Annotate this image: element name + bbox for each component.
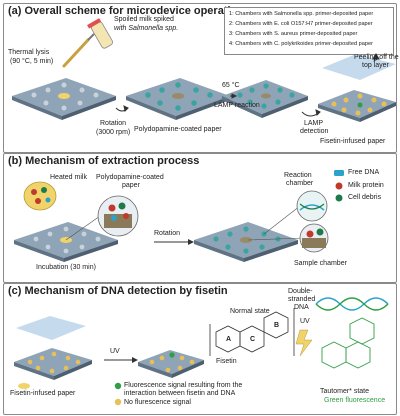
fisetin-paper-c-label: Fisetin-infused paper	[10, 390, 76, 397]
tube-icon	[87, 18, 113, 49]
incubation-label: Incubation (30 min)	[36, 264, 96, 271]
lamp-reaction-label: LAMP reaction	[214, 102, 260, 109]
sample-label-2: with Salmonella spp.	[114, 25, 179, 32]
reaction-chamber-label-2: chamber	[286, 180, 314, 187]
panel-a-graphics	[12, 18, 396, 122]
tautomer-structure	[321, 317, 375, 369]
polydopamine-label-2: paper	[122, 182, 140, 189]
legend-fluor-line-2: interaction between fisetin and DNA	[124, 390, 236, 397]
process-arrows	[115, 53, 380, 117]
panel-c-graphics	[14, 297, 389, 406]
panel-b-title: (b) Mechanism of extraction process	[8, 155, 200, 167]
fisetin-structure	[209, 308, 295, 356]
sample-chamber-label: Sample chamber	[294, 260, 347, 267]
fisetin-label: Fisetin	[216, 358, 237, 365]
polydopamine-paper-label: Polydopamine-coated paper	[134, 126, 222, 133]
legend-row-4: 4: Chambers with C. polykrikoides primer…	[229, 41, 373, 47]
legend-no-fluor: No flurescence signal	[124, 399, 191, 406]
normal-state-label: Normal state	[230, 308, 270, 315]
zoom-circle-1	[65, 195, 139, 241]
chamber-legend: 1: Chambers with Salmonella spp. primer-…	[224, 7, 394, 55]
chip-1	[12, 78, 116, 120]
chip-3	[222, 80, 308, 118]
lamp-detection-label-1: LAMP	[304, 120, 324, 127]
legend-fluor-line-1: Fluorescence signal resulting from the	[124, 382, 243, 389]
chip-2	[126, 78, 230, 120]
chip-b1	[14, 222, 118, 262]
legend-cell-debris: Cell debris	[348, 194, 382, 201]
heated-milk-label: Heated milk	[50, 174, 87, 181]
dsdna-label-2: stranded	[288, 296, 316, 303]
rotation-label-1: Rotation	[100, 120, 127, 127]
legend-row-3: 3: Chambers with S. aureus primer-deposi…	[229, 31, 358, 37]
panel-b-graphics	[14, 170, 344, 262]
thermal-label-1: Thermal lysis	[8, 49, 50, 56]
uv-arrow	[104, 357, 138, 363]
chip-c1	[14, 316, 92, 389]
ring-c-label: C	[250, 336, 256, 343]
uv-lightning-icon	[295, 329, 313, 357]
legend-row-2: 2: Chambers with E. coli O157:H7 primer-…	[229, 21, 373, 27]
ring-b-label: B	[274, 322, 280, 329]
thermal-label-2: (90 °C, 5 min)	[10, 58, 54, 65]
panel-a-title: (a) Overall scheme for microdevice opera…	[8, 5, 244, 17]
panel-c-legend-markers	[114, 382, 122, 406]
peeling-label-2: top layer	[362, 62, 389, 69]
fisetin-paper-label: Fisetin-infused paper	[320, 138, 386, 145]
tautomer-label: Tautomer* state	[320, 388, 370, 395]
sample-label-1: Spoiled milk spiked	[114, 16, 174, 23]
polydopamine-label-1: Polydopamine-coated	[96, 174, 164, 181]
panel-c-title: (c) Mechanism of DNA detection by fiseti…	[8, 285, 228, 297]
chip-4	[318, 54, 396, 122]
panel-b-legend-markers	[334, 170, 344, 202]
chip-b2	[194, 222, 298, 262]
panel-b: (b) Mechanism of extraction process	[3, 153, 397, 283]
rotation-arrow	[154, 239, 194, 245]
dsdna-label-1: Double-	[288, 288, 313, 295]
zoom-circle-2	[263, 190, 328, 235]
legend-milk-protein: Milk protein	[348, 182, 384, 189]
reaction-chamber-label-1: Reaction	[284, 172, 312, 179]
rotation-b-label: Rotation	[154, 230, 181, 237]
uv-label-1: UV	[110, 348, 120, 355]
peeling-label-1: Peeling off the	[354, 54, 399, 61]
panel-c: (c) Mechanism of DNA detection by fiseti…	[3, 283, 397, 415]
legend-row-1: 1: Chambers with Salmonella spp. primer-…	[229, 11, 374, 17]
panel-a: (a) Overall scheme for microdevice opera…	[3, 3, 399, 153]
ring-a-label: A	[226, 336, 232, 343]
uv-label-2: UV	[300, 318, 310, 325]
temp-label: 65 °C	[222, 82, 240, 89]
legend-free-dna: Free DNA	[348, 169, 380, 176]
zoom-circle-3	[247, 223, 329, 253]
heated-milk-blob	[23, 181, 57, 211]
dsdna-label-3: DNA	[294, 304, 309, 311]
dna-helix-icon	[315, 297, 389, 311]
green-fluorescence-label: Green fluorescence	[324, 397, 386, 404]
rotation-label-2: (3000 rpm)	[96, 129, 131, 136]
lamp-detection-label-2: detection	[300, 128, 329, 135]
chip-c2	[138, 350, 204, 378]
pipette-icon	[62, 33, 95, 68]
